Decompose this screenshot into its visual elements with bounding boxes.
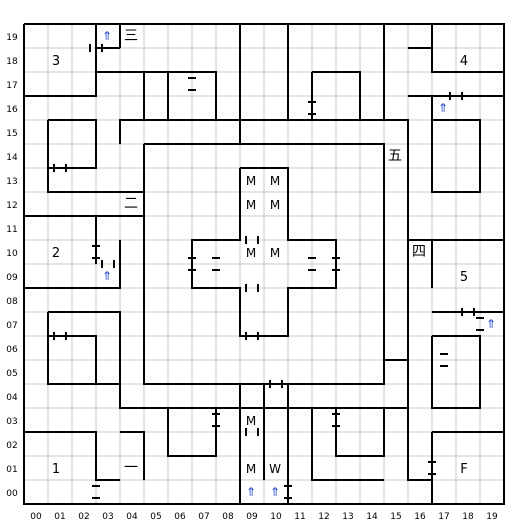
col-label: 17 <box>438 512 449 522</box>
col-label: 09 <box>246 512 258 522</box>
row-label: 04 <box>6 393 18 403</box>
room-number-4: 4 <box>460 54 468 69</box>
wall <box>24 240 121 289</box>
col-label: 00 <box>30 512 42 522</box>
room-number-5: 5 <box>460 270 468 285</box>
col-label: 19 <box>486 512 498 522</box>
wall <box>431 96 481 193</box>
col-label: 01 <box>54 512 65 522</box>
row-label: 01 <box>6 465 17 475</box>
row-label: 00 <box>6 489 18 499</box>
wall <box>23 23 505 505</box>
wall <box>48 335 97 384</box>
col-label: 13 <box>342 512 353 522</box>
kanji-san: 三 <box>124 28 138 44</box>
row-label: 16 <box>6 105 18 115</box>
room-number-1: 1 <box>52 462 60 477</box>
kanji-go: 五 <box>388 148 402 164</box>
wall <box>311 408 384 481</box>
row-label: 11 <box>6 225 17 235</box>
monster-marker: M <box>270 246 280 260</box>
stairs-icon: ⇑ <box>438 101 448 115</box>
wall <box>120 431 145 480</box>
row-label: 18 <box>6 57 18 67</box>
row-label: 06 <box>6 345 18 355</box>
col-label: 03 <box>102 512 113 522</box>
wall <box>24 431 120 481</box>
row-label: 02 <box>6 441 17 451</box>
row-label: 07 <box>6 321 17 331</box>
walls <box>23 23 505 505</box>
room-number-3: 3 <box>52 54 60 69</box>
row-label: 13 <box>6 177 17 187</box>
room-number-f: F <box>460 462 467 477</box>
col-label: 06 <box>174 512 186 522</box>
wall <box>95 71 145 120</box>
col-label: 15 <box>390 512 401 522</box>
wall <box>47 168 144 193</box>
axis-labels: 1918171615141312111009080706050403020100… <box>6 33 498 522</box>
stairs-icon: ⇑ <box>246 485 256 499</box>
wall <box>191 167 337 337</box>
monster-marker: M <box>270 198 280 212</box>
row-label: 05 <box>6 369 17 379</box>
wall <box>311 71 361 121</box>
wall <box>407 408 432 481</box>
row-label: 14 <box>6 153 18 163</box>
monster-marker: M <box>246 174 256 188</box>
col-label: 10 <box>270 512 282 522</box>
col-label: 07 <box>198 512 209 522</box>
row-label: 17 <box>6 81 17 91</box>
wall <box>167 407 217 457</box>
kanji-ni: 二 <box>124 196 138 212</box>
col-label: 08 <box>222 512 234 522</box>
monster-marker: M <box>246 462 256 476</box>
wall <box>47 311 121 385</box>
doors <box>53 44 484 499</box>
col-label: 12 <box>318 512 329 522</box>
stairs-icon: ⇑ <box>102 29 112 43</box>
row-label: 03 <box>6 417 17 427</box>
col-label: 16 <box>414 512 426 522</box>
room-number-2: 2 <box>52 246 60 261</box>
row-label: 09 <box>6 273 18 283</box>
col-label: 04 <box>126 512 138 522</box>
stairs-icon: ⇑ <box>486 317 496 331</box>
wall <box>431 335 481 409</box>
stairs-icon: ⇑ <box>102 269 112 283</box>
wall <box>143 143 385 385</box>
row-label: 19 <box>6 33 18 43</box>
monster-marker: M <box>270 174 280 188</box>
col-label: 11 <box>294 512 305 522</box>
row-label: 08 <box>6 297 18 307</box>
col-label: 18 <box>462 512 474 522</box>
kanji-yon: 四 <box>412 244 426 260</box>
col-label: 14 <box>366 512 378 522</box>
wall <box>47 119 97 169</box>
monster-marker: M <box>246 414 256 428</box>
warp-marker: W <box>269 462 281 476</box>
col-label: 02 <box>78 512 89 522</box>
row-label: 15 <box>6 129 17 139</box>
wall <box>312 407 385 457</box>
wall <box>119 119 409 409</box>
stairs-icon: ⇑ <box>270 485 280 499</box>
col-label: 05 <box>150 512 161 522</box>
row-label: 10 <box>6 249 18 259</box>
wall <box>431 48 504 73</box>
monster-marker: M <box>246 246 256 260</box>
monster-marker: M <box>246 198 256 212</box>
row-label: 12 <box>6 201 17 211</box>
kanji-ichi: 一 <box>124 460 138 476</box>
